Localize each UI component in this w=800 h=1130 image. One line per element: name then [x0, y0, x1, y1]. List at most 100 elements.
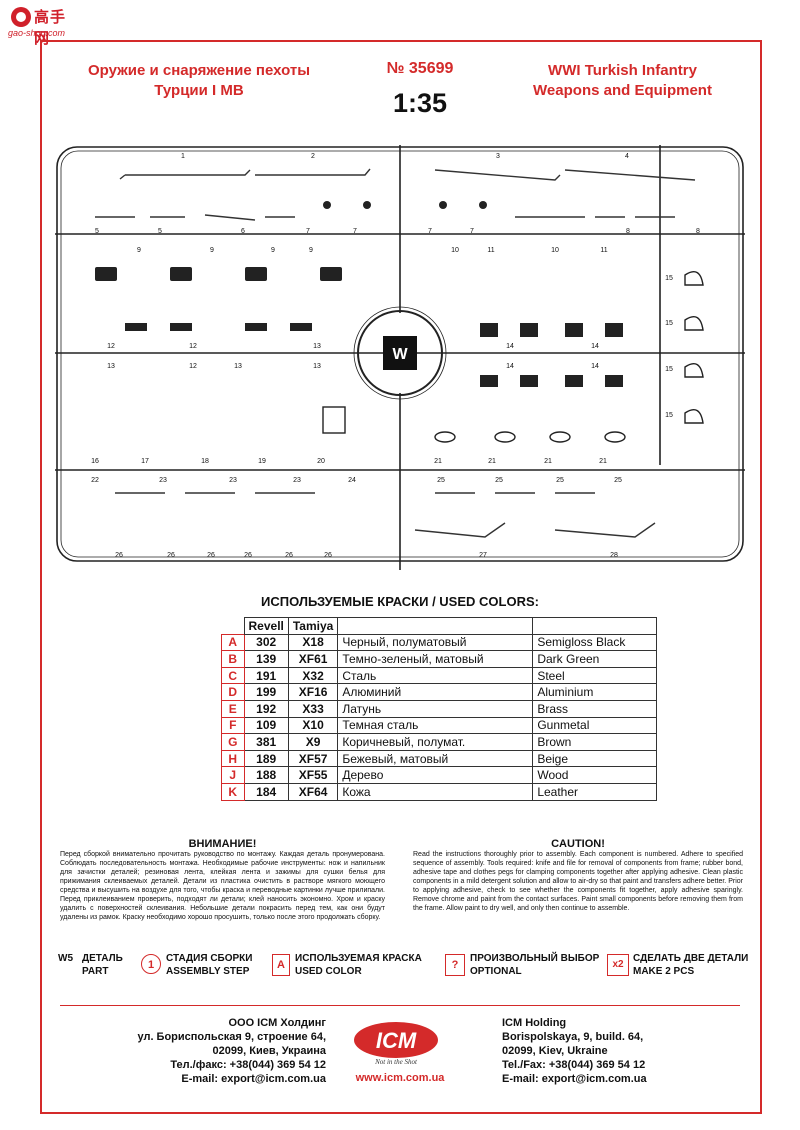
color-name-ru: Латунь	[337, 699, 534, 718]
svg-text:15: 15	[665, 320, 673, 327]
notice-en-title: CAUTION!	[551, 838, 605, 850]
svg-text:13: 13	[313, 343, 321, 350]
colors-title: ИСПОЛЬЗУЕМЫЕ КРАСКИ / USED COLORS:	[261, 594, 539, 609]
svg-text:5: 5	[95, 228, 99, 235]
svg-text:19: 19	[258, 458, 266, 465]
color-name-ru: Коричневый, полумат.	[337, 733, 534, 751]
icm-logo: ICM Not in the Shot	[352, 1018, 440, 1066]
legend-optional: ПРОИЗВОЛЬНЫЙ ВЫБОР OPTIONAL	[470, 952, 599, 978]
notice-en: CAUTION! Read the instructions thoroughl…	[413, 838, 743, 913]
tamiya-code: X33	[287, 699, 339, 718]
svg-text:10: 10	[451, 247, 459, 254]
svg-text:23: 23	[229, 477, 237, 484]
svg-text:26: 26	[207, 552, 215, 559]
title-en: WWI Turkish Infantry Weapons and Equipme…	[495, 62, 750, 99]
svg-text:16: 16	[91, 458, 99, 465]
title-en-line1: WWI Turkish Infantry	[548, 62, 697, 79]
footer-en: ICM Holding Borispolskaya, 9, build. 64,…	[502, 1016, 742, 1086]
color-letter: J	[221, 766, 245, 784]
scale: 1:35	[392, 88, 448, 118]
footer-ru-line: E-mail: export@icm.com.ua	[181, 1073, 326, 1085]
svg-text:13: 13	[313, 363, 321, 370]
legend-x2-en: MAKE 2 PCS	[633, 966, 695, 977]
svg-text:13: 13	[234, 363, 242, 370]
title-ru: Оружие и снаряжение пехоты Турции I MB	[48, 62, 350, 99]
color-name-ru: Алюминий	[337, 683, 534, 701]
header-tamiya: Tamiya	[287, 617, 339, 635]
color-letter: E	[221, 699, 245, 718]
footer-ru-line: Тел./факс: +38(044) 369 54 12	[170, 1059, 326, 1071]
footer-ru: ООО ICM Холдинг ул. Бориспольская 9, стр…	[100, 1016, 326, 1086]
svg-text:2: 2	[311, 153, 315, 160]
svg-text:7: 7	[306, 228, 310, 235]
svg-text:11: 11	[487, 247, 494, 254]
revell-code: 199	[243, 683, 289, 701]
color-table-header: Revell Tamiya	[222, 617, 658, 635]
notice-ru-title: ВНИМАНИЕ!	[188, 838, 257, 850]
header-en	[532, 617, 658, 635]
website-link[interactable]: www.icm.com.ua	[355, 1072, 445, 1084]
svg-text:4: 4	[625, 153, 629, 160]
color-name-ru: Бежевый, матовый	[337, 749, 534, 768]
svg-text:15: 15	[665, 366, 673, 373]
legend-x2-symbol: x2	[607, 954, 629, 976]
svg-text:15: 15	[665, 275, 673, 282]
svg-text:10: 10	[551, 247, 559, 254]
legend-color-ru: ИСПОЛЬЗУЕМАЯ КРАСКА	[295, 953, 422, 964]
color-letter: G	[221, 733, 245, 751]
revell-code: 302	[243, 633, 289, 652]
svg-text:21: 21	[544, 458, 552, 465]
svg-text:18: 18	[201, 458, 209, 465]
footer-en-line: ICM Holding	[502, 1017, 567, 1029]
color-letter: H	[221, 749, 245, 768]
tamiya-code: XF64	[287, 782, 339, 801]
legend-optional-ru: ПРОИЗВОЛЬНЫЙ ВЫБОР	[470, 953, 600, 964]
logo-slogan: Not in the Shot	[374, 1058, 418, 1066]
legend-step-symbol: 1	[141, 954, 161, 974]
legend-part: ДЕТАЛЬ PART	[82, 952, 123, 978]
sprue-diagram: W	[55, 145, 745, 570]
svg-text:13: 13	[107, 363, 115, 370]
icm-logo-icon: ICM Not in the Shot	[354, 1022, 438, 1066]
svg-text:20: 20	[317, 458, 325, 465]
header-ru	[337, 617, 534, 635]
legend-color: ИСПОЛЬЗУЕМАЯ КРАСКА USED COLOR	[295, 952, 422, 978]
svg-text:9: 9	[210, 247, 214, 254]
watermark-sub: gao-shou.com	[8, 28, 66, 38]
color-letter: C	[221, 666, 245, 685]
color-name-en: Aluminium	[532, 683, 658, 701]
tamiya-code: X9	[287, 733, 339, 751]
tamiya-code: X10	[287, 716, 339, 735]
svg-text:26: 26	[115, 552, 123, 559]
color-name-en: Wood	[532, 766, 658, 784]
svg-text:21: 21	[599, 458, 607, 465]
tamiya-code: XF55	[287, 766, 339, 784]
svg-text:11: 11	[600, 247, 607, 254]
svg-text:9: 9	[309, 247, 313, 254]
svg-text:15: 15	[665, 412, 673, 419]
footer-ru-line: 02099, Киев, Украина	[212, 1045, 326, 1057]
svg-text:6: 6	[241, 228, 245, 235]
title-en-line2: Weapons and Equipment	[533, 82, 712, 99]
catalog-number: № 35699	[386, 60, 454, 77]
color-letter: D	[221, 683, 245, 701]
header-spacer	[222, 618, 245, 635]
legend-part-ru: ДЕТАЛЬ	[82, 953, 123, 964]
svg-text:23: 23	[293, 477, 301, 484]
revell-code: 189	[243, 749, 289, 768]
tamiya-code: X18	[287, 633, 339, 652]
revell-code: 191	[243, 666, 289, 685]
tamiya-code: XF57	[287, 749, 339, 768]
color-name-en: Leather	[532, 782, 658, 801]
legend-step: СТАДИЯ СБОРКИ ASSEMBLY STEP	[166, 952, 252, 978]
footer-ru-line: ООО ICM Холдинг	[228, 1017, 326, 1029]
revell-code: 381	[243, 733, 289, 751]
color-name-en: Gunmetal	[532, 716, 658, 735]
